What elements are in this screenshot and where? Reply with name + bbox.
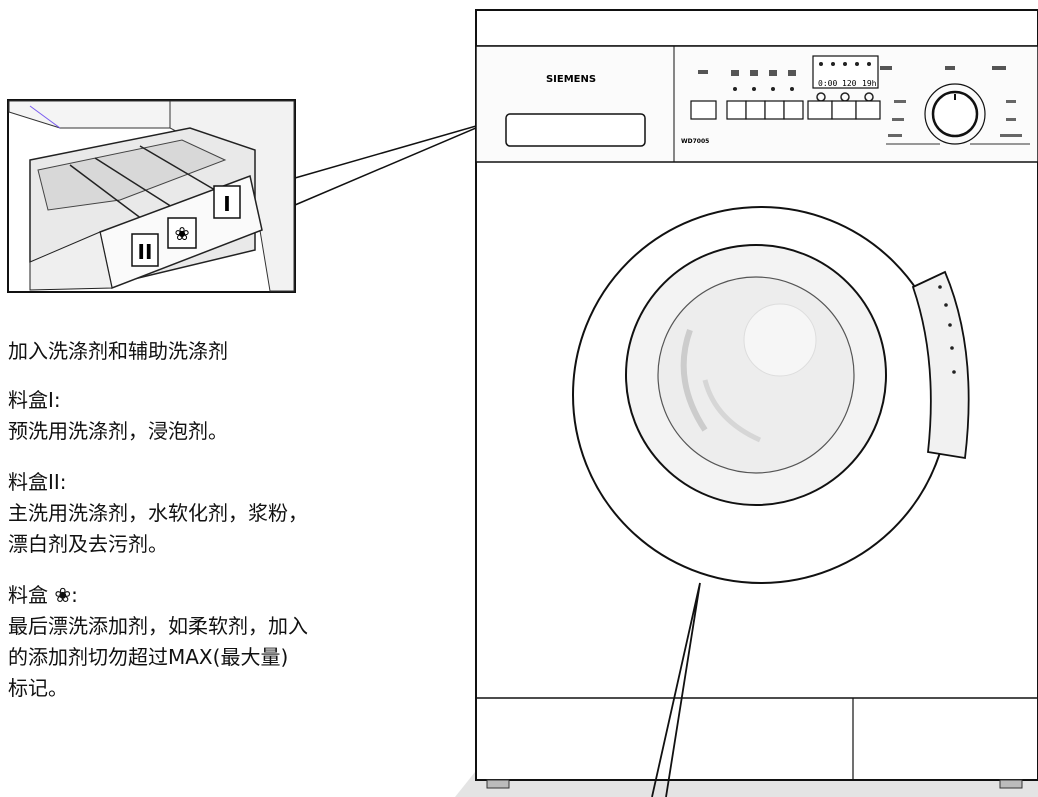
section-title: 料盒I:	[8, 388, 61, 412]
section-body: 预洗用洗涤剂，浸泡剂。	[8, 419, 228, 443]
section-body: 最后漂洗添加剂，如柔软剂，加入 的添加剂切勿超过MAX(最大量) 标记。	[8, 614, 308, 700]
program-buttons	[690, 100, 881, 120]
inset-leader-line	[294, 121, 491, 206]
lcd-display	[812, 55, 879, 89]
indicator-leds	[733, 87, 794, 91]
instruction-text: 加入洗涤剂和辅助洗涤剂 料盒I: 预洗用洗涤剂，浸泡剂。 料盒II: 主洗用洗涤…	[8, 336, 428, 724]
section-title: 料盒 ❀:	[8, 583, 78, 607]
service-pointer-line	[651, 582, 701, 797]
detergent-drawer-inset: I ❀ II	[7, 99, 296, 293]
box-ii-mark: II	[138, 240, 153, 264]
section-box-2: 料盒II: 主洗用洗涤剂，水软化剂，浆粉， 漂白剂及去污剂。	[8, 467, 428, 560]
program-knob	[931, 90, 979, 138]
knob-scale	[888, 100, 1022, 137]
panel-labels	[698, 66, 1006, 76]
washing-machine: SIEMENS WD7005 0:00 120 19h	[455, 9, 1038, 797]
section-box-1: 料盒I: 预洗用洗涤剂，浸泡剂。	[8, 385, 428, 447]
detergent-drawer	[505, 113, 646, 147]
box-i-mark: I	[223, 192, 230, 216]
brand-logo: SIEMENS	[546, 74, 596, 85]
porthole-glass	[657, 276, 855, 474]
door-handle	[911, 270, 970, 460]
heading: 加入洗涤剂和辅助洗涤剂	[8, 339, 228, 363]
section-box-softener: 料盒 ❀: 最后漂洗添加剂，如柔软剂，加入 的添加剂切勿超过MAX(最大量) 标…	[8, 580, 428, 704]
display-time: 0:00	[818, 79, 837, 88]
flower-icon: ❀	[174, 224, 189, 245]
model-label: WD7005	[681, 138, 709, 145]
section-title: 料盒II:	[8, 470, 67, 494]
display-temp: 120	[842, 79, 857, 88]
display-icons	[819, 62, 871, 66]
knob-ring	[924, 83, 986, 145]
display-delay: 19h	[862, 79, 877, 88]
section-body: 主洗用洗涤剂，水软化剂，浆粉， 漂白剂及去污剂。	[8, 501, 308, 556]
